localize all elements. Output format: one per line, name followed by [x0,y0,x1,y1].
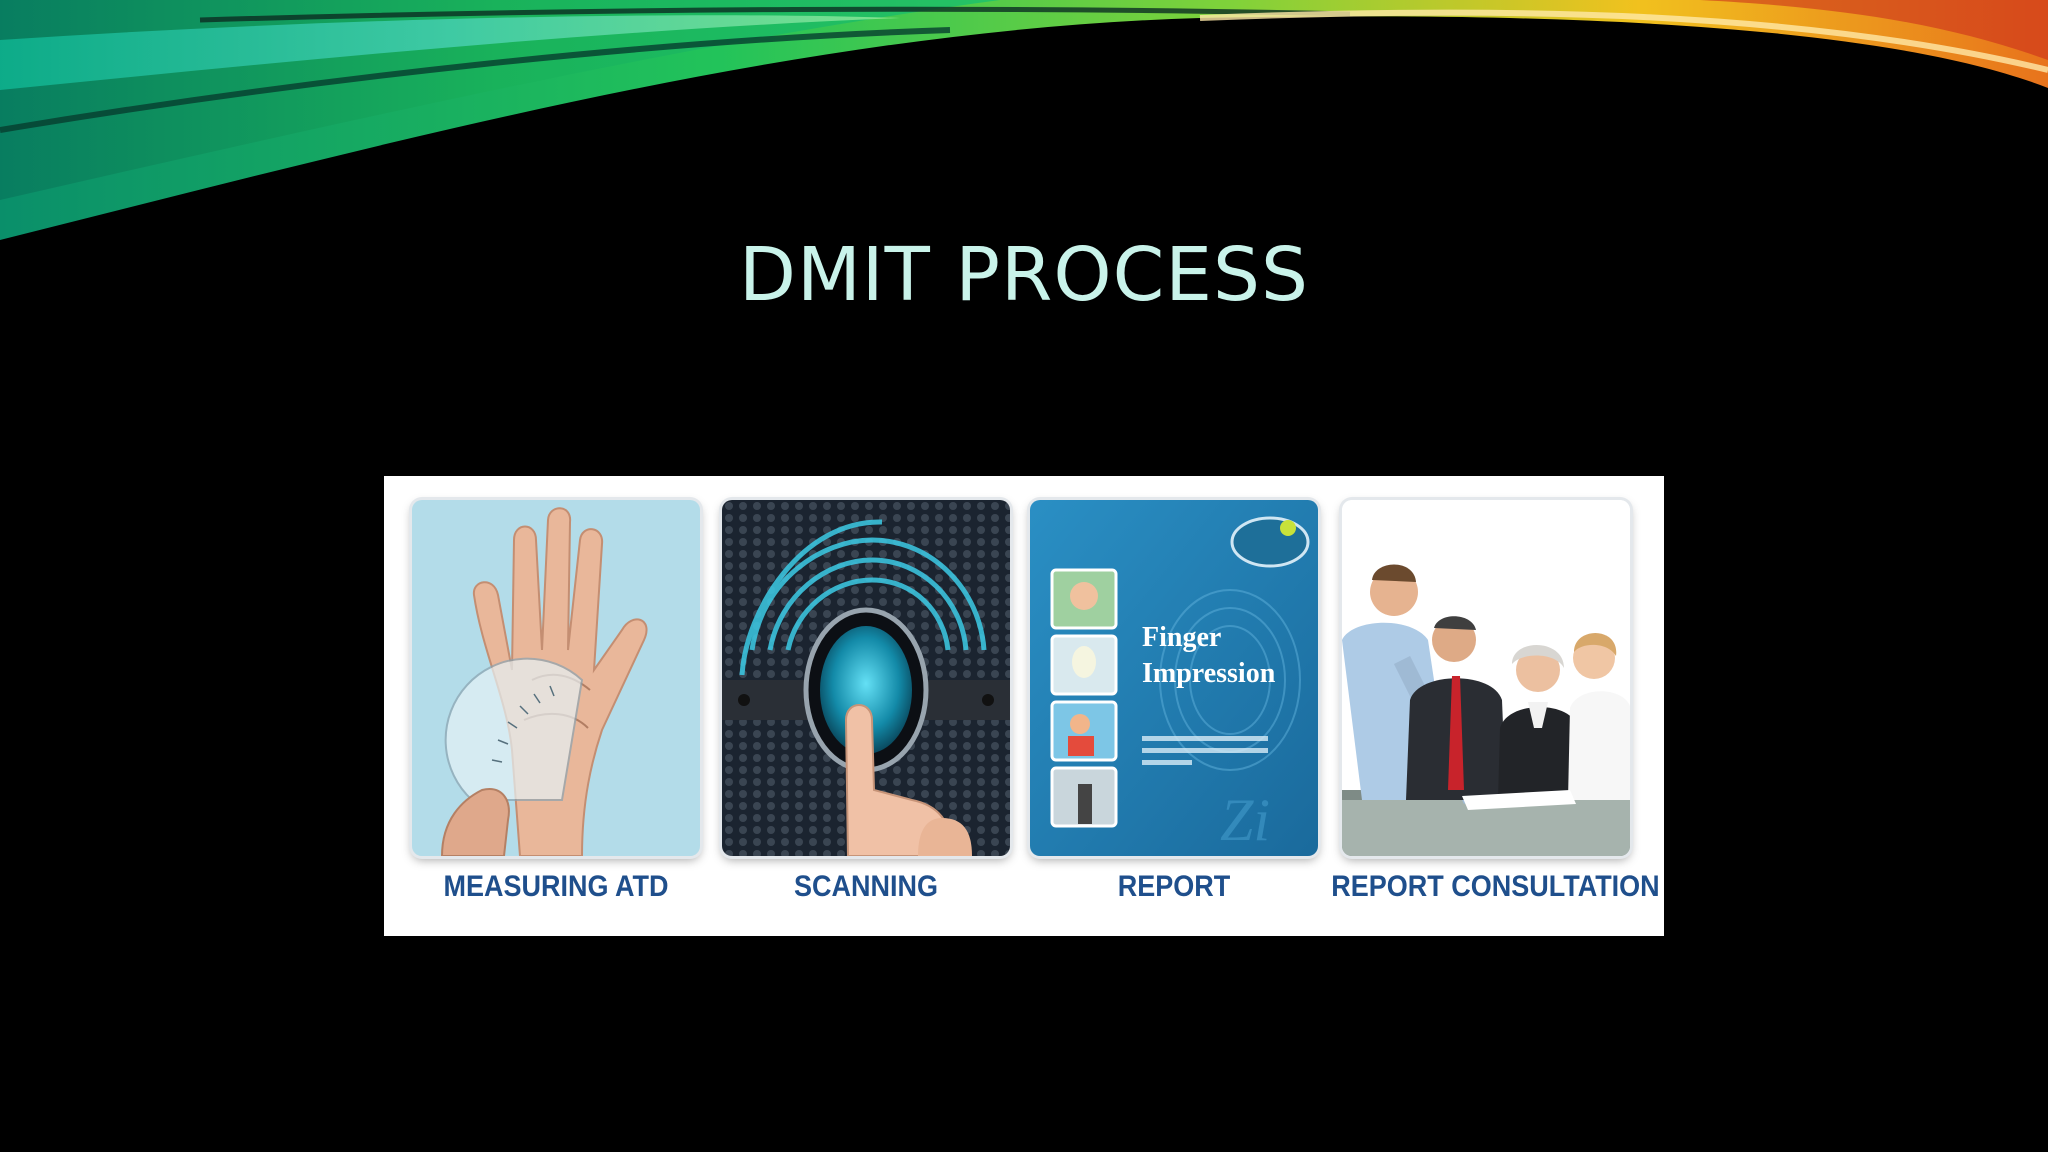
step-card-measuring [412,500,700,856]
consultation-meeting-icon [1342,500,1630,856]
slide-title: DMIT PROCESS [738,232,1310,318]
process-panel: Finger Impression Zi [384,476,1664,936]
step-caption-report: REPORT [1117,870,1231,903]
step-card-report: Finger Impression Zi [1030,500,1318,856]
step-caption-scanning: SCANNING [793,870,938,903]
decorative-swoosh [0,0,2048,240]
step-card-scanning [722,500,1010,856]
hand-protractor-icon [412,500,700,856]
step-caption-consultation: REPORT CONSULTATION [1331,870,1660,903]
step-card-consultation [1342,500,1630,856]
step-caption-measuring: MEASURING ATD [443,870,669,903]
report-cover-line2: Impression [1142,658,1276,689]
svg-text:Zi: Zi [1220,787,1270,853]
report-cover-icon: Finger Impression Zi [1030,500,1318,856]
fingerprint-scanner-icon [722,500,1010,856]
report-cover-line1: Finger [1142,622,1221,653]
